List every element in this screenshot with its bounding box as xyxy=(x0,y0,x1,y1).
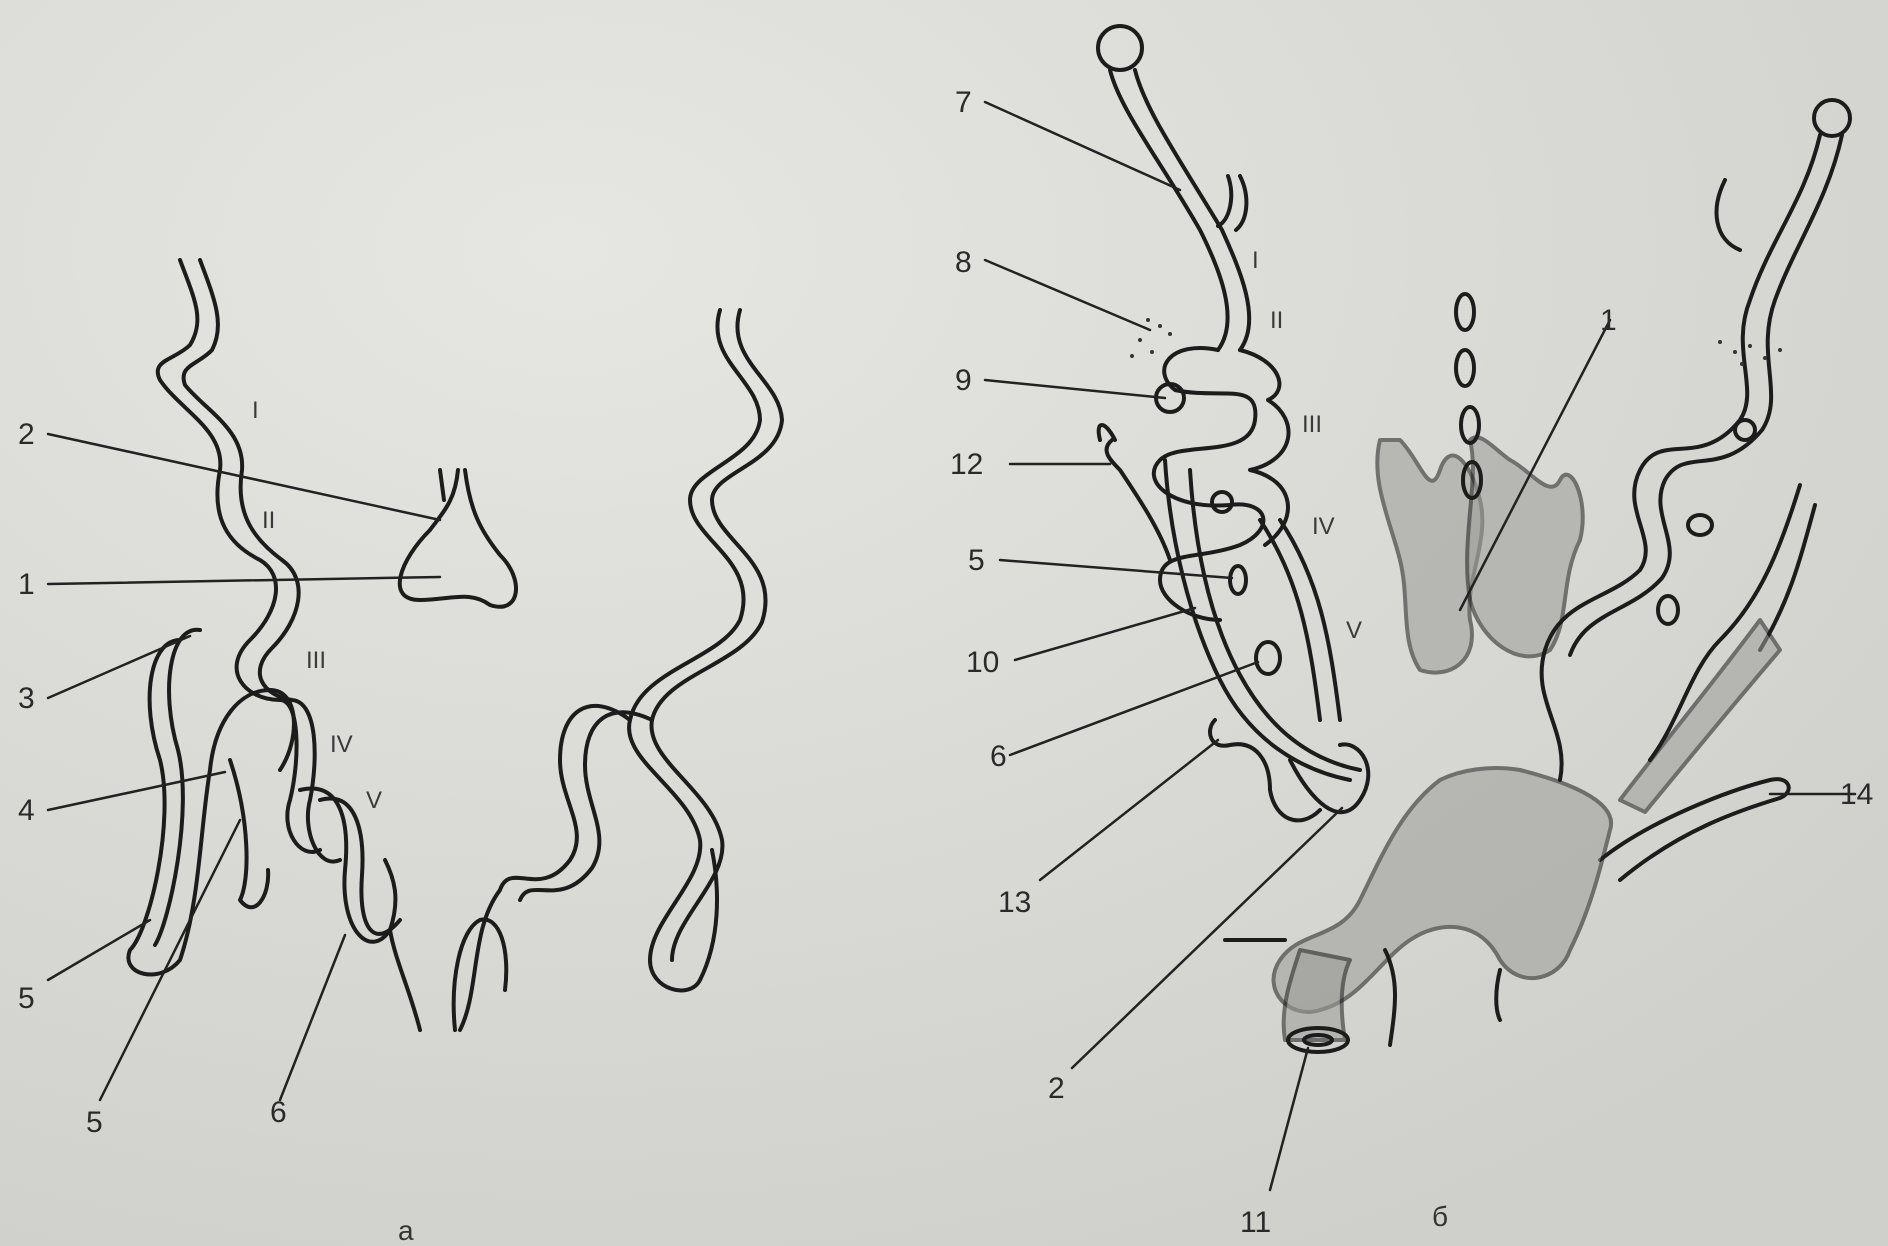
panel-b-caption: б xyxy=(1432,1201,1448,1232)
roman-label: III xyxy=(1302,411,1322,438)
label-1: 1 xyxy=(18,568,35,601)
label-5: 5 xyxy=(86,1106,103,1139)
label-6: 6 xyxy=(270,1096,287,1129)
label-7: 7 xyxy=(955,86,972,119)
roman-label: III xyxy=(306,647,326,674)
roman-label: I xyxy=(252,397,259,424)
roman-label: II xyxy=(1270,307,1283,334)
label-6: 6 xyxy=(990,740,1007,773)
label-4: 4 xyxy=(18,794,35,827)
label-14: 14 xyxy=(1840,778,1873,811)
label-11: 11 xyxy=(1240,1206,1271,1239)
roman-label: V xyxy=(1346,617,1362,644)
label-2: 2 xyxy=(1048,1072,1065,1105)
roman-label: II xyxy=(262,507,275,534)
roman-label: I xyxy=(1252,247,1259,274)
label-5: 5 xyxy=(18,982,35,1015)
label-3: 3 xyxy=(18,682,35,715)
label-9: 9 xyxy=(955,364,972,397)
label-1: 1 xyxy=(1600,304,1617,337)
panel-a-caption: а xyxy=(398,1215,414,1246)
roman-label: IV xyxy=(1312,513,1335,540)
label-2: 2 xyxy=(18,418,35,451)
label-10: 10 xyxy=(966,646,999,679)
label-12: 12 xyxy=(950,448,983,481)
label-5: 5 xyxy=(968,544,985,577)
roman-label: V xyxy=(366,787,382,814)
label-8: 8 xyxy=(955,246,972,279)
label-13: 13 xyxy=(998,886,1031,919)
roman-label: IV xyxy=(330,731,353,758)
